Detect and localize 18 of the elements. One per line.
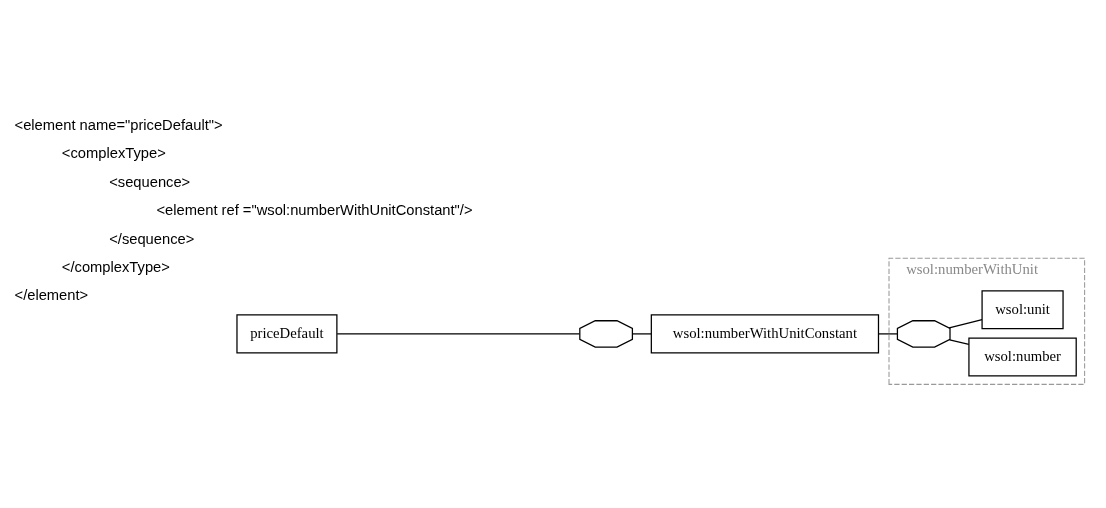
label: <complexType> — [61, 144, 166, 161]
node-octagon — [579, 319, 634, 348]
label: <element ref ="wsol:numberWithUnitConstant"/> — [156, 201, 473, 218]
label: <element name="priceDefault"> — [14, 116, 223, 133]
connector — [336, 332, 581, 335]
connector — [948, 318, 983, 328]
label: </complexType> — [61, 258, 170, 275]
label: </sequence> — [109, 230, 195, 247]
node-octagon — [896, 319, 951, 348]
node-box: wsol:unit — [981, 289, 1064, 329]
node-box: wsol:numberWithUnitConstant — [650, 313, 880, 353]
node-box: priceDefault — [236, 313, 338, 353]
connector — [949, 338, 970, 345]
connector — [632, 332, 652, 335]
label: </element> — [14, 286, 89, 303]
node-box: wsol:number — [968, 337, 1077, 377]
connector — [877, 332, 898, 335]
label: <sequence> — [109, 173, 191, 190]
